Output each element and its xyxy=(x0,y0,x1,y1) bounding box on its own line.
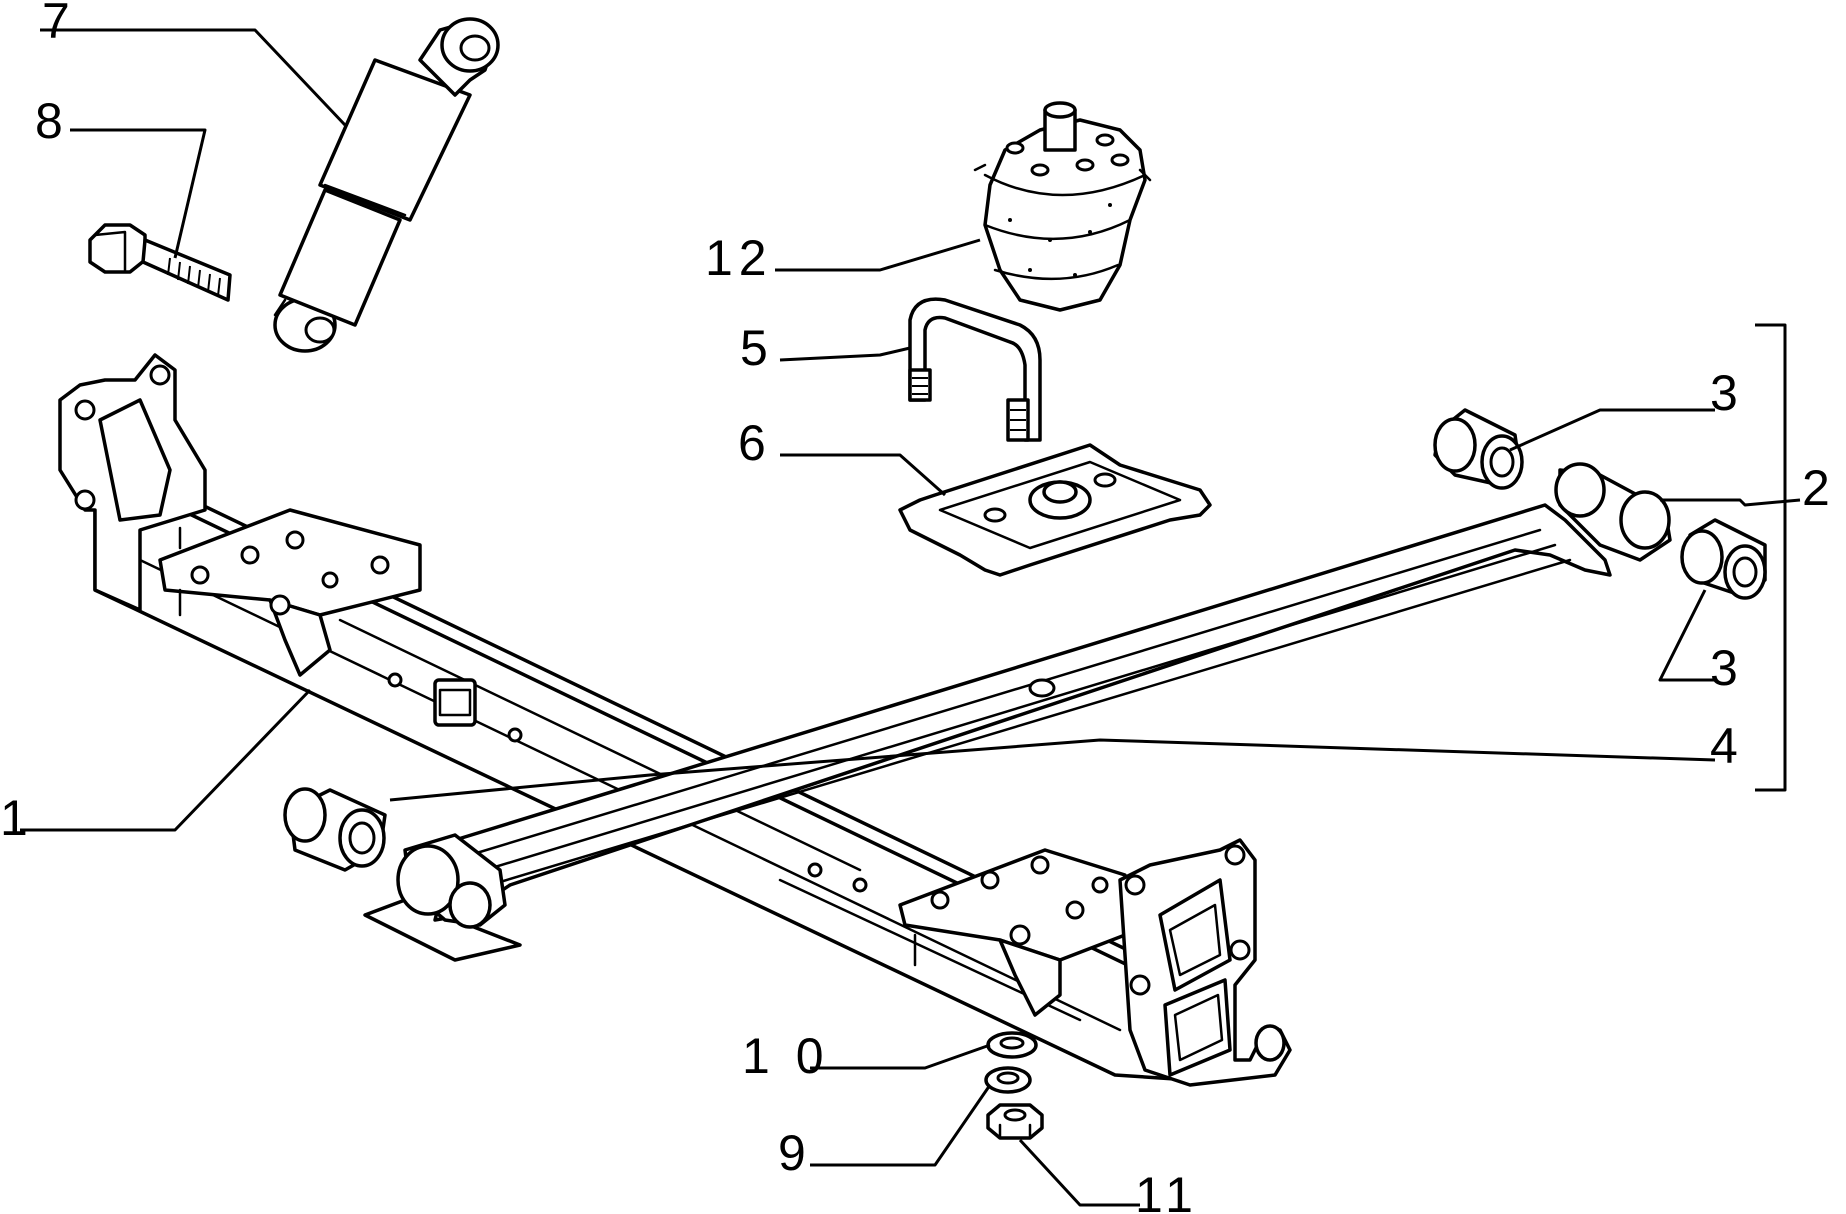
leader-6 xyxy=(780,453,946,497)
bushing-left xyxy=(283,787,387,872)
leader-3b xyxy=(1658,589,1715,682)
bushing-upper-right xyxy=(1433,408,1524,490)
leader-12 xyxy=(775,238,981,272)
nut xyxy=(986,1103,1044,1140)
leader-4 xyxy=(389,738,1716,802)
spring-plate xyxy=(898,443,1212,577)
bump-stop xyxy=(973,101,1152,312)
leader-3a xyxy=(1509,408,1715,452)
callout-2: 2 xyxy=(1802,460,1836,516)
callout-12: 12 xyxy=(705,230,773,286)
leaf-spring xyxy=(363,462,1672,962)
leader-8 xyxy=(70,128,207,259)
callout-8: 8 xyxy=(35,93,69,149)
bushing-lower-right xyxy=(1680,518,1767,600)
spring-washer xyxy=(984,1066,1032,1094)
leader-9 xyxy=(810,1084,992,1167)
leader-5 xyxy=(779,346,911,362)
callout-3-upper: 3 xyxy=(1710,365,1744,421)
callout-1: 1 xyxy=(0,790,34,846)
callout-5: 5 xyxy=(740,320,774,376)
leader-1 xyxy=(20,688,312,832)
u-bolt xyxy=(908,297,1042,442)
callout-9: 9 xyxy=(778,1125,812,1181)
leader-10 xyxy=(810,1043,991,1070)
callout-6: 6 xyxy=(738,415,772,471)
leader-11 xyxy=(1018,1138,1140,1207)
callout-3-lower: 3 xyxy=(1710,640,1744,696)
callout-7: 7 xyxy=(42,0,76,49)
washer-flat xyxy=(986,1031,1038,1059)
callout-10: 1 0 xyxy=(742,1028,830,1084)
leader-7 xyxy=(40,28,347,127)
callout-11: 11 xyxy=(1135,1167,1199,1214)
leader-lines xyxy=(20,28,1801,1207)
bracket-2 xyxy=(1755,323,1787,792)
bolt xyxy=(88,223,232,302)
callout-4: 4 xyxy=(1710,718,1744,774)
leader-2 xyxy=(1660,498,1801,507)
shock-absorber xyxy=(273,17,500,353)
